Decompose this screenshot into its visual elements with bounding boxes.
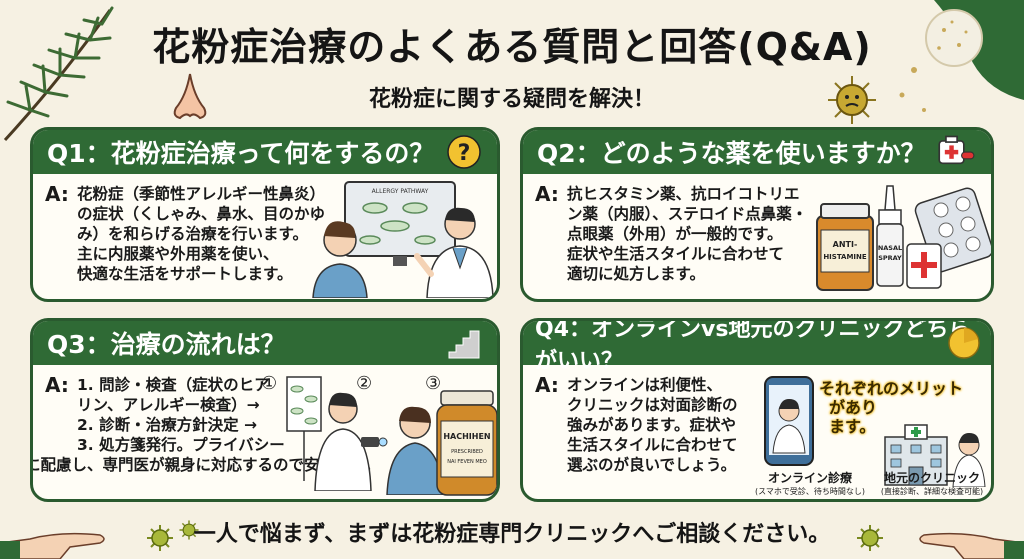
footer-message: 一人で悩まず、まずは花粉症専門クリニックへご相談ください。 — [193, 522, 831, 547]
answer-label: A: — [535, 182, 559, 206]
answer-line: 3. 処方箋発行。プライバシー — [77, 436, 285, 454]
answer-line: 選ぶのが良いでしょう。 — [567, 456, 737, 474]
online-title: オンライン診療 — [767, 471, 852, 485]
bottle-label: ANTI- — [833, 240, 858, 249]
pine-branch-icon — [3, 6, 114, 142]
answer-block: A: 花粉症（季節性アレルギー性鼻炎） の症状（くしゃみ、鼻水、目のかゆ み）を… — [45, 184, 325, 284]
step-number: ③ — [425, 373, 442, 394]
step-number: ① — [261, 373, 278, 394]
question-text: Q2：どのような薬を使いますか？ — [537, 139, 926, 168]
answer-block: A: 1. 問診・検査（症状のヒア リン、アレルギー検査）→ 2. 診断・治療方… — [33, 373, 380, 475]
qa-card-q2: Q2：どのような薬を使いますか？ A: 抗ヒスタミン薬、抗ロイコトリエ ン薬（内… — [520, 127, 994, 302]
step-number: ② — [356, 373, 373, 394]
pollen-character-icon — [828, 76, 876, 124]
answer-line: 症状や生活スタイルに合わせて — [567, 245, 785, 263]
merit-callout: それぞれのメリット があり ます。 — [819, 379, 963, 436]
smartphone-doctor-illustration — [764, 376, 814, 466]
merit-line: それぞれのメリット — [819, 379, 964, 398]
svg-text:?: ? — [458, 141, 471, 166]
online-caption: オンライン診療 (スマホで受診、待ち時間なし) — [745, 469, 875, 497]
corner-leaf-icon — [899, 0, 1024, 112]
answer-label: A: — [45, 373, 69, 397]
clinic-title: 地元のクリニック — [883, 471, 980, 485]
answer-line: 強みがあります。症状や — [567, 416, 736, 434]
answer-line: 快適な生活をサポートします。 — [77, 265, 293, 283]
page-title: 花粉症治療のよくある質問と回答(Q&A) — [152, 25, 872, 69]
medicines-illustration: ANTI- HISTAMINE NASAL SPRAY — [816, 185, 991, 291]
online-subtitle: (スマホで受診、待ち時間なし) — [754, 487, 865, 496]
pie-chart-icon — [948, 327, 980, 359]
pollen-icon — [147, 525, 173, 551]
jar-label: NAI FEVEN MEO — [447, 459, 487, 465]
question-text: Q1：花粉症治療って何をするの？ — [47, 139, 435, 168]
qa-card-q1: Q1：花粉症治療って何をするの？ ? A: 花粉症（季節性アレルギー性鼻炎） の… — [30, 127, 500, 302]
prescription-jar-illustration: HACHIHEN PRESCRIBED NAI FEVEN MEO — [436, 390, 497, 496]
answer-label: A: — [45, 182, 69, 206]
pollen-icon — [857, 525, 883, 551]
question-header: Q2：どのような薬を使いますか？ — [523, 130, 991, 174]
hand-left-icon — [0, 532, 105, 559]
patient-illustration — [386, 406, 444, 495]
nose-icon — [173, 73, 207, 120]
pollen-icon — [179, 520, 199, 540]
answer-line: 点眼薬（外用）が一般的です。 — [567, 225, 783, 243]
answer-line: 花粉症（季節性アレルギー性鼻炎） — [77, 185, 326, 203]
monitor-label: ALLERGY PATHWAY — [372, 188, 429, 195]
answer-line: 抗ヒスタミン薬、抗ロイコトリエ — [567, 185, 800, 203]
clinic-building-illustration — [884, 424, 986, 487]
spray-label: SPRAY — [878, 254, 902, 262]
answer-line: に配慮し、専門医が親身に対応するので安心です。 — [30, 456, 380, 474]
qa-card-q4: Q4：オンラインvs地元のクリニックどちらがいい？ A: オンラインは利便性、 … — [520, 318, 994, 502]
stairs-icon — [448, 330, 480, 359]
medicine-kit-icon — [938, 135, 975, 165]
spray-label: NASAL — [878, 244, 902, 252]
answer-label: A: — [535, 373, 559, 397]
question-text: Q3：治療の流れは？ — [47, 330, 286, 359]
answer-line: 生活スタイルに合わせて — [567, 436, 738, 454]
merit-line: があり — [829, 398, 878, 417]
jar-label: HACHIHEN — [443, 432, 490, 441]
merit-line: ます。 — [829, 417, 876, 436]
answer-line: リン、アレルギー検査）→ — [77, 396, 260, 414]
answer-line: 2. 診断・治療方針決定 → — [77, 416, 257, 434]
clinic-subtitle: (直接診断、詳細な検査可能) — [880, 487, 984, 496]
answer-line: み）を和らげる治療を行います。 — [77, 225, 308, 243]
clinic-caption: 地元のクリニック (直接診断、詳細な検査可能) — [873, 469, 991, 497]
doctor-consultation-illustration: ALLERGY PATHWAY — [312, 181, 494, 298]
page-subtitle: 花粉症に関する疑問を解決！ — [368, 87, 655, 112]
hand-right-icon — [919, 532, 1024, 559]
question-mark-icon: ? — [447, 135, 481, 169]
question-header: Q1：花粉症治療って何をするの？ ? — [33, 130, 497, 174]
question-text: Q4：オンラインvs地元のクリニックどちらがいい？ — [535, 318, 971, 374]
jar-label: PRESCRIBED — [451, 449, 483, 455]
question-header: Q3：治療の流れは？ — [33, 321, 497, 365]
answer-line: 1. 問診・検査（症状のヒア — [77, 376, 270, 394]
answer-block: A: オンラインは利便性、 クリニックは対面診断の 強みがあります。症状や 生活… — [535, 375, 738, 475]
bottle-label: HISTAMINE — [823, 253, 867, 261]
answer-line: の症状（くしゃみ、鼻水、目のかゆ — [77, 205, 326, 223]
answer-line: 主に内服薬や外用薬を使い、 — [77, 245, 279, 263]
answer-line: クリニックは対面診断の — [567, 396, 738, 414]
answer-block: A: 抗ヒスタミン薬、抗ロイコトリエ ン薬（内服）、ステロイド点鼻薬・ 点眼薬（… — [535, 184, 807, 284]
treatment-flow-illustration — [286, 376, 388, 491]
answer-line: オンラインは利便性、 — [567, 376, 723, 394]
answer-line: 適切に処方します。 — [567, 265, 705, 283]
question-header: Q4：オンラインvs地元のクリニックどちらがいい？ — [523, 321, 991, 374]
qa-card-q3: Q3：治療の流れは？ A: 1. 問診・検査（症状のヒア リン、アレルギー検査）… — [30, 318, 500, 502]
answer-line: ン薬（内服）、ステロイド点鼻薬・ — [567, 205, 808, 223]
